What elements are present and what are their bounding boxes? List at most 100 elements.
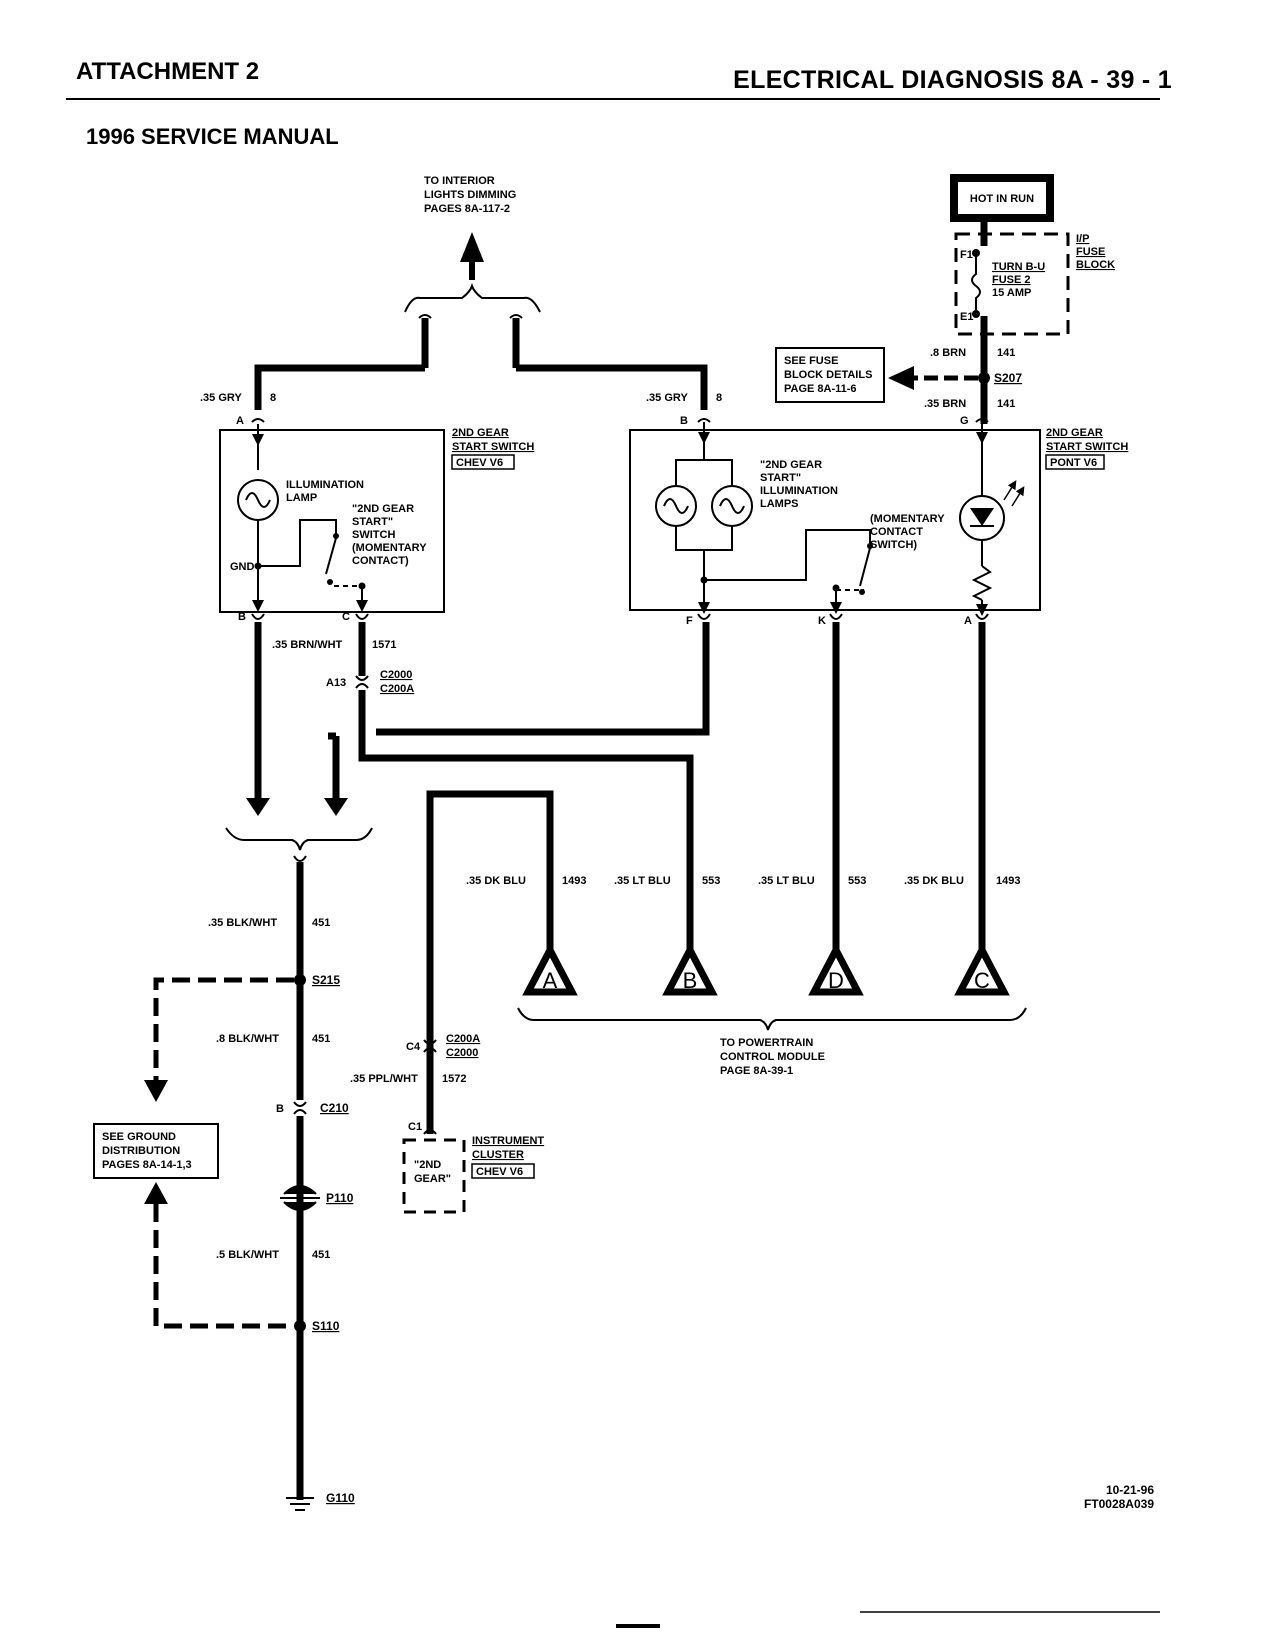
connector-c2000: A13 C2000 C200A <box>326 669 414 695</box>
connector-c210: B C210 <box>276 1101 349 1115</box>
left-sw-label3: SWITCH <box>352 529 395 541</box>
fuse-ref-line1: SEE FUSE <box>784 355 838 367</box>
left-gnd-label: GND <box>230 561 255 573</box>
brn-top-gauge: .8 BRN <box>930 347 966 359</box>
blkwht2-gauge: .8 BLK/WHT <box>216 1033 279 1045</box>
c2000-pin: A13 <box>326 677 346 689</box>
pcm-triangle-c: C <box>954 942 1010 996</box>
fuse-name: TURN B-U <box>992 261 1045 273</box>
gry-right-gauge: .35 GRY <box>646 392 688 404</box>
wire-dkblu-1493-a <box>426 790 554 1134</box>
right-sw-label2: CONTACT <box>870 526 923 538</box>
pcm-bracket <box>517 1007 1027 1031</box>
right-sw-label1: (MOMENTARY <box>870 513 945 525</box>
gry-right-circuit: 8 <box>716 392 722 404</box>
fuse-block-title2: FUSE <box>1076 246 1105 258</box>
left-sw-label1: "2ND GEAR <box>352 503 414 515</box>
blkwht1-circuit: 451 <box>312 917 330 929</box>
c2000-label-b: C200A <box>380 683 414 695</box>
splice-s207-dot <box>978 372 990 384</box>
right-pin-k: K <box>818 615 826 627</box>
ground-bracket <box>225 827 373 851</box>
ground-ref-line3: PAGES 8A-14-1,3 <box>102 1159 192 1171</box>
fuse-block-title1: I/P <box>1076 233 1089 245</box>
splice-s110-dot <box>294 1320 306 1332</box>
dkblu1-circuit: 1493 <box>562 875 586 887</box>
pcm-ref-line3: PAGE 8A-39-1 <box>720 1065 793 1077</box>
header-rule <box>66 98 1160 100</box>
left-switch-box: A ILLUMINATION LAMP "2ND GEAR START" SWI… <box>219 415 445 613</box>
brnwht-circuit: 1571 <box>372 639 396 651</box>
brn-gauge: .35 BRN <box>924 398 966 410</box>
blkwht3-circuit: 451 <box>312 1249 330 1261</box>
wire-ltblu-553-b <box>358 690 694 974</box>
dkblu1-gauge: .35 DK BLU <box>466 875 526 887</box>
fuse-details-arrowhead <box>888 366 914 390</box>
splice-s215: S215 <box>312 973 340 987</box>
fuse-pin-f1: F1 <box>960 249 973 261</box>
cluster-badge: CHEV V6 <box>476 1166 523 1178</box>
ltblu1-gauge: .35 LT BLU <box>614 875 671 887</box>
pcm-triangle-a: A <box>522 942 578 996</box>
pcm-ref-line1: TO POWERTRAIN <box>720 1037 813 1049</box>
pcm-triangle-b-label: B <box>683 968 698 993</box>
header-right: ELECTRICAL DIAGNOSIS 8A - 39 - 1 <box>733 66 1172 94</box>
hot-in-run-label: HOT IN RUN <box>970 193 1034 205</box>
fuse-rating: 15 AMP <box>992 287 1031 299</box>
pcm-triangle-b: B <box>662 942 718 996</box>
splice-s215-dot <box>294 974 306 986</box>
footer-date: 10-21-96 <box>1106 1483 1154 1497</box>
pcm-triangle-d-label: D <box>828 968 844 993</box>
pcm-triangle-c-label: C <box>974 968 990 993</box>
c210-label: C210 <box>320 1101 349 1115</box>
splice-s207: S207 <box>994 371 1022 385</box>
left-switch-title: 2ND GEAR START SWITCH CHEV V6 <box>451 427 534 470</box>
pcm-triangle-d: D <box>808 942 864 996</box>
gry-left-gauge: .35 GRY <box>200 392 242 404</box>
cluster-inner1: "2ND <box>414 1159 441 1171</box>
right-pin-f: F <box>686 615 693 627</box>
left-pin-c: C <box>342 611 350 623</box>
interior-lights-arrow <box>460 232 484 280</box>
blkwht1-gauge: .35 BLK/WHT <box>208 917 277 929</box>
left-sw-label5: CONTACT) <box>352 555 409 567</box>
dkblu2-gauge: .35 DK BLU <box>904 875 964 887</box>
page-subtitle: 1996 SERVICE MANUAL <box>86 124 339 149</box>
interior-lights-reference: TO INTERIOR LIGHTS DIMMING PAGES 8A-117-… <box>424 175 516 215</box>
fuse-symbol <box>971 253 981 314</box>
right-pin-b: B <box>680 415 688 427</box>
top-ref-line1: TO INTERIOR <box>424 175 495 187</box>
c2000-label-a: C2000 <box>380 669 412 681</box>
pcm-reference: TO POWERTRAIN CONTROL MODULE PAGE 8A-39-… <box>720 1037 825 1077</box>
brn-top-circuit: 141 <box>997 347 1015 359</box>
left-pin-a: A <box>236 415 244 427</box>
fuse-number: FUSE 2 <box>992 274 1031 286</box>
right-title1: 2ND GEAR <box>1046 427 1103 439</box>
ltblu2-gauge: .35 LT BLU <box>758 875 815 887</box>
right-pin-g: G <box>960 415 969 427</box>
left-switch-contact <box>325 537 337 575</box>
left-badge: CHEV V6 <box>456 457 503 469</box>
fuse-ref-line3: PAGE 8A-11-6 <box>784 383 857 395</box>
wire-right-f <box>376 622 710 736</box>
brnwht-gauge: .35 BRN/WHT <box>272 639 343 651</box>
right-sw-label3: SWITCH) <box>870 539 917 551</box>
left-sw-label4: (MOMENTARY <box>352 542 427 554</box>
blkwht2-circuit: 451 <box>312 1033 330 1045</box>
left-title1: 2ND GEAR <box>452 427 509 439</box>
right-lamps-label1: "2ND GEAR <box>760 459 822 471</box>
top-bracket <box>404 282 541 313</box>
p110-label: P110 <box>326 1191 354 1205</box>
right-switch-contact <box>859 547 871 587</box>
pplwht-circuit: 1572 <box>442 1073 466 1085</box>
left-sw-label2: START" <box>352 516 393 528</box>
pcm-ref-line2: CONTROL MODULE <box>720 1051 825 1063</box>
right-pin-a: A <box>964 615 972 627</box>
c210-pin: B <box>276 1103 284 1115</box>
splice-s110: S110 <box>312 1319 340 1333</box>
cluster-inner2: GEAR" <box>414 1173 451 1185</box>
c200a-label-a: C200A <box>446 1033 480 1045</box>
dkblu2-circuit: 1493 <box>996 875 1020 887</box>
right-lamps-label4: LAMPS <box>760 498 799 510</box>
brn-circuit: 141 <box>997 398 1015 410</box>
